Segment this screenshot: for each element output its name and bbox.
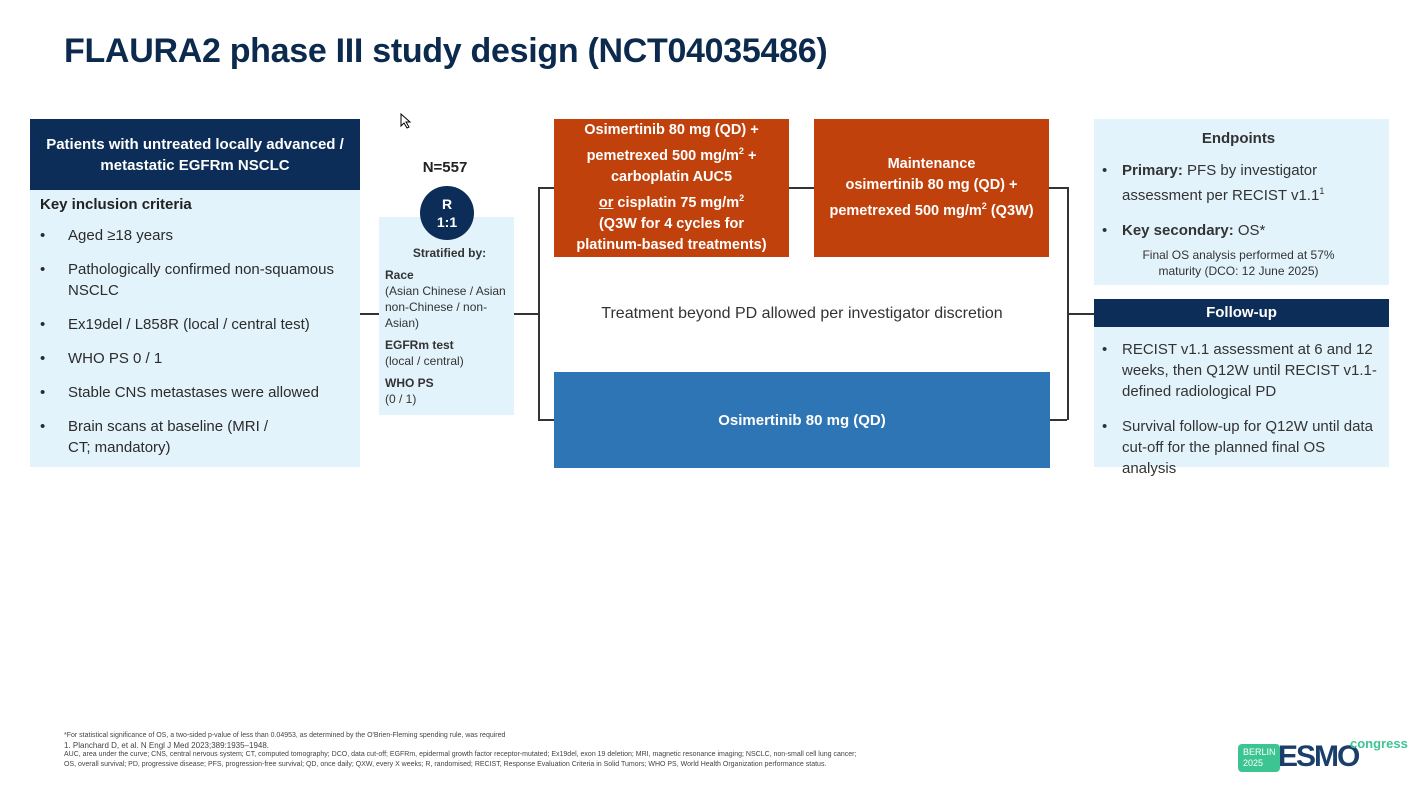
abbreviations: OS, overall survival; PD, progressive di… xyxy=(64,760,827,768)
footnotes: *For statistical significance of OS, a t… xyxy=(64,731,856,769)
footnote: *For statistical significance of OS, a t… xyxy=(64,732,506,739)
connector xyxy=(538,187,540,420)
criterion: Aged ≥18 years xyxy=(30,225,360,246)
stratified-title: Stratified by: xyxy=(412,246,487,260)
abbreviations: AUC, area under the curve; CNS, central … xyxy=(64,751,857,758)
secondary-text: OS* xyxy=(1233,222,1266,239)
superscript: 2 xyxy=(738,146,744,157)
primary-endpoint: Primary: PFS by investigator assessment … xyxy=(1096,160,1381,206)
arm1-line: platinum-based treatments) xyxy=(576,236,767,253)
or-label: or xyxy=(598,194,614,211)
maintenance-line: (Q3W) xyxy=(986,202,1034,219)
followup-header: Follow-up xyxy=(1094,299,1389,327)
maintenance-box: Maintenance osimertinib 80 mg (QD) + pem… xyxy=(814,119,1049,257)
criterion: Ex19del / L858R (local / central test) xyxy=(30,314,360,335)
population-header: Patients with untreated locally advanced… xyxy=(30,119,360,190)
superscript: 2 xyxy=(981,201,987,212)
logo-brand: ESMO xyxy=(1278,740,1360,773)
secondary-label: Key secondary: xyxy=(1122,222,1234,239)
strat-factor-detail: (Asian Chinese / Asian non-Chinese / non… xyxy=(385,284,506,330)
randomisation-circle: R 1:1 xyxy=(420,186,474,240)
logo-city-badge: BERLIN 2025 xyxy=(1238,744,1280,772)
mouse-cursor-icon xyxy=(400,113,412,129)
randomisation-label: R xyxy=(441,196,453,212)
arm1-line: Osimertinib 80 mg (QD) + xyxy=(584,122,759,139)
connector xyxy=(1067,187,1069,420)
superscript: 2 xyxy=(739,193,745,203)
strat-factor-detail: (0 / 1) xyxy=(385,392,417,406)
connector xyxy=(514,313,538,315)
logo-year: 2025 xyxy=(1243,758,1264,768)
logo-suffix: congress xyxy=(1350,736,1408,751)
strat-factor-name: Race xyxy=(385,268,414,282)
maintenance-line: Maintenance xyxy=(887,156,976,173)
arm1-line: cisplatin 75 mg/m xyxy=(613,194,740,211)
criterion: WHO PS 0 / 1 xyxy=(30,348,360,369)
endpoints-title: Endpoints xyxy=(1201,130,1276,147)
arm1-line: carboplatin AUC5 xyxy=(610,169,733,185)
primary-label: Primary: xyxy=(1122,162,1183,179)
esmo-congress-logo: BERLIN 2025 ESMO congress xyxy=(1238,736,1408,776)
randomisation-ratio: 1:1 xyxy=(436,214,458,230)
combination-arm-box: Osimertinib 80 mg (QD) + pemetrexed 500 … xyxy=(554,119,789,257)
arm1-line: (Q3W for 4 cycles for xyxy=(598,215,745,232)
beyond-pd-note: Treatment beyond PD allowed per investig… xyxy=(601,305,1003,322)
superscript: 1 xyxy=(1319,186,1325,196)
connector xyxy=(360,313,379,315)
endpoints-panel: Endpoints Primary: PFS by investigator a… xyxy=(1094,119,1389,285)
criterion: Pathologically confirmed non-squamous NS… xyxy=(30,259,360,301)
maintenance-line: pemetrexed 500 mg/m xyxy=(829,202,982,219)
connector xyxy=(538,187,554,189)
page-title: FLAURA2 phase III study design (NCT04035… xyxy=(64,32,828,70)
followup-item: RECIST v1.1 assessment at 6 and 12 weeks… xyxy=(1096,339,1381,402)
reference: 1. Planchard D, et al. N Engl J Med 2023… xyxy=(64,740,270,750)
connector xyxy=(1049,187,1067,189)
strat-factor-name: EGFRm test xyxy=(385,338,454,352)
connector xyxy=(1067,313,1094,315)
connector xyxy=(538,419,554,421)
stratification-panel: Stratified by: Race (Asian Chinese / Asi… xyxy=(379,217,514,415)
arm1-line: pemetrexed 500 mg/m xyxy=(586,148,739,164)
followup-panel: RECIST v1.1 assessment at 6 and 12 weeks… xyxy=(1094,327,1389,477)
inclusion-criteria-title: Key inclusion criteria xyxy=(40,196,192,213)
monotherapy-arm-box: Osimertinib 80 mg (QD) xyxy=(554,372,1050,468)
connector xyxy=(1050,419,1067,421)
criterion: Brain scans at baseline (MRI / CT; manda… xyxy=(30,416,360,458)
connector xyxy=(788,187,814,189)
sample-size: N=557 xyxy=(422,159,468,176)
secondary-endpoint: Key secondary: OS* xyxy=(1096,220,1381,241)
strat-factor-name: WHO PS xyxy=(385,376,434,390)
maintenance-line: osimertinib 80 mg (QD) + xyxy=(845,177,1018,194)
followup-item: Survival follow-up for Q12W until data c… xyxy=(1096,416,1381,479)
criterion: Stable CNS metastases were allowed xyxy=(30,382,360,403)
inclusion-criteria-panel: Key inclusion criteria Aged ≥18 years Pa… xyxy=(30,190,360,467)
primary-text: PFS by investigator assessment per RECIS… xyxy=(1122,162,1320,204)
strat-factor-detail: (local / central) xyxy=(385,354,464,368)
os-maturity-note: Final OS analysis performed at 57% matur… xyxy=(1142,248,1335,278)
logo-city: BERLIN xyxy=(1243,747,1276,757)
